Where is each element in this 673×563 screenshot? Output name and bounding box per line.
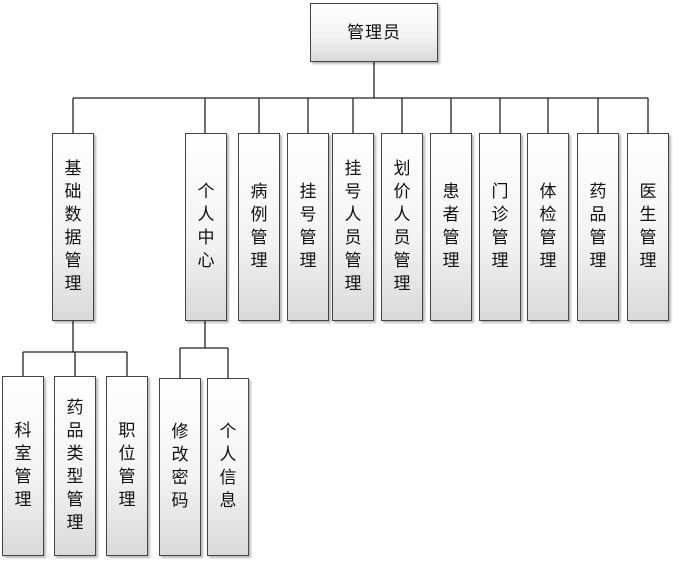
node-huanzhe: 患 者 管 理	[430, 133, 472, 321]
node-grxx: 个 人 信 息	[207, 378, 249, 556]
node-guahao-label: 挂 号 管 理	[299, 182, 317, 271]
node-bingli-label: 病 例 管 理	[250, 182, 268, 271]
node-geren-label: 个 人 中 心	[197, 182, 215, 271]
node-menzhen: 门 诊 管 理	[479, 133, 521, 321]
node-ghry-label: 挂 号 人 员 管 理	[344, 159, 362, 294]
node-ghry: 挂 号 人 员 管 理	[332, 133, 374, 321]
node-geren: 个 人 中 心	[185, 133, 227, 321]
node-menzhen-label: 门 诊 管 理	[491, 182, 509, 271]
node-jichu: 基 础 数 据 管 理	[52, 133, 94, 321]
node-keshi-label: 科 室 管 理	[14, 421, 32, 510]
node-xiugai-label: 修 改 密 码	[171, 422, 189, 511]
node-guahao: 挂 号 管 理	[287, 133, 329, 321]
node-huanzhe-label: 患 者 管 理	[442, 182, 460, 271]
node-tijian-label: 体 检 管 理	[539, 182, 557, 271]
node-ypleix: 药 品 类 型 管 理	[54, 376, 96, 556]
node-zhiwei: 职 位 管 理	[106, 376, 148, 556]
node-admin-label: 管理员	[347, 22, 401, 43]
node-admin: 管理员	[310, 3, 438, 62]
node-zhiwei-label: 职 位 管 理	[118, 421, 136, 510]
node-ypleix-label: 药 品 类 型 管 理	[66, 398, 84, 533]
node-hjry: 划 价 人 员 管 理	[381, 133, 423, 321]
node-yisheng: 医 生 管 理	[627, 133, 669, 321]
node-yaopin-label: 药 品 管 理	[589, 182, 607, 271]
node-hjry-label: 划 价 人 员 管 理	[393, 159, 411, 294]
node-bingli: 病 例 管 理	[238, 133, 280, 321]
node-yisheng-label: 医 生 管 理	[639, 182, 657, 271]
node-grxx-label: 个 人 信 息	[219, 422, 237, 511]
node-keshi: 科 室 管 理	[2, 376, 44, 556]
node-jichu-label: 基 础 数 据 管 理	[64, 159, 82, 294]
node-tijian: 体 检 管 理	[527, 133, 569, 321]
node-xiugai: 修 改 密 码	[159, 378, 201, 556]
node-yaopin: 药 品 管 理	[577, 133, 619, 321]
